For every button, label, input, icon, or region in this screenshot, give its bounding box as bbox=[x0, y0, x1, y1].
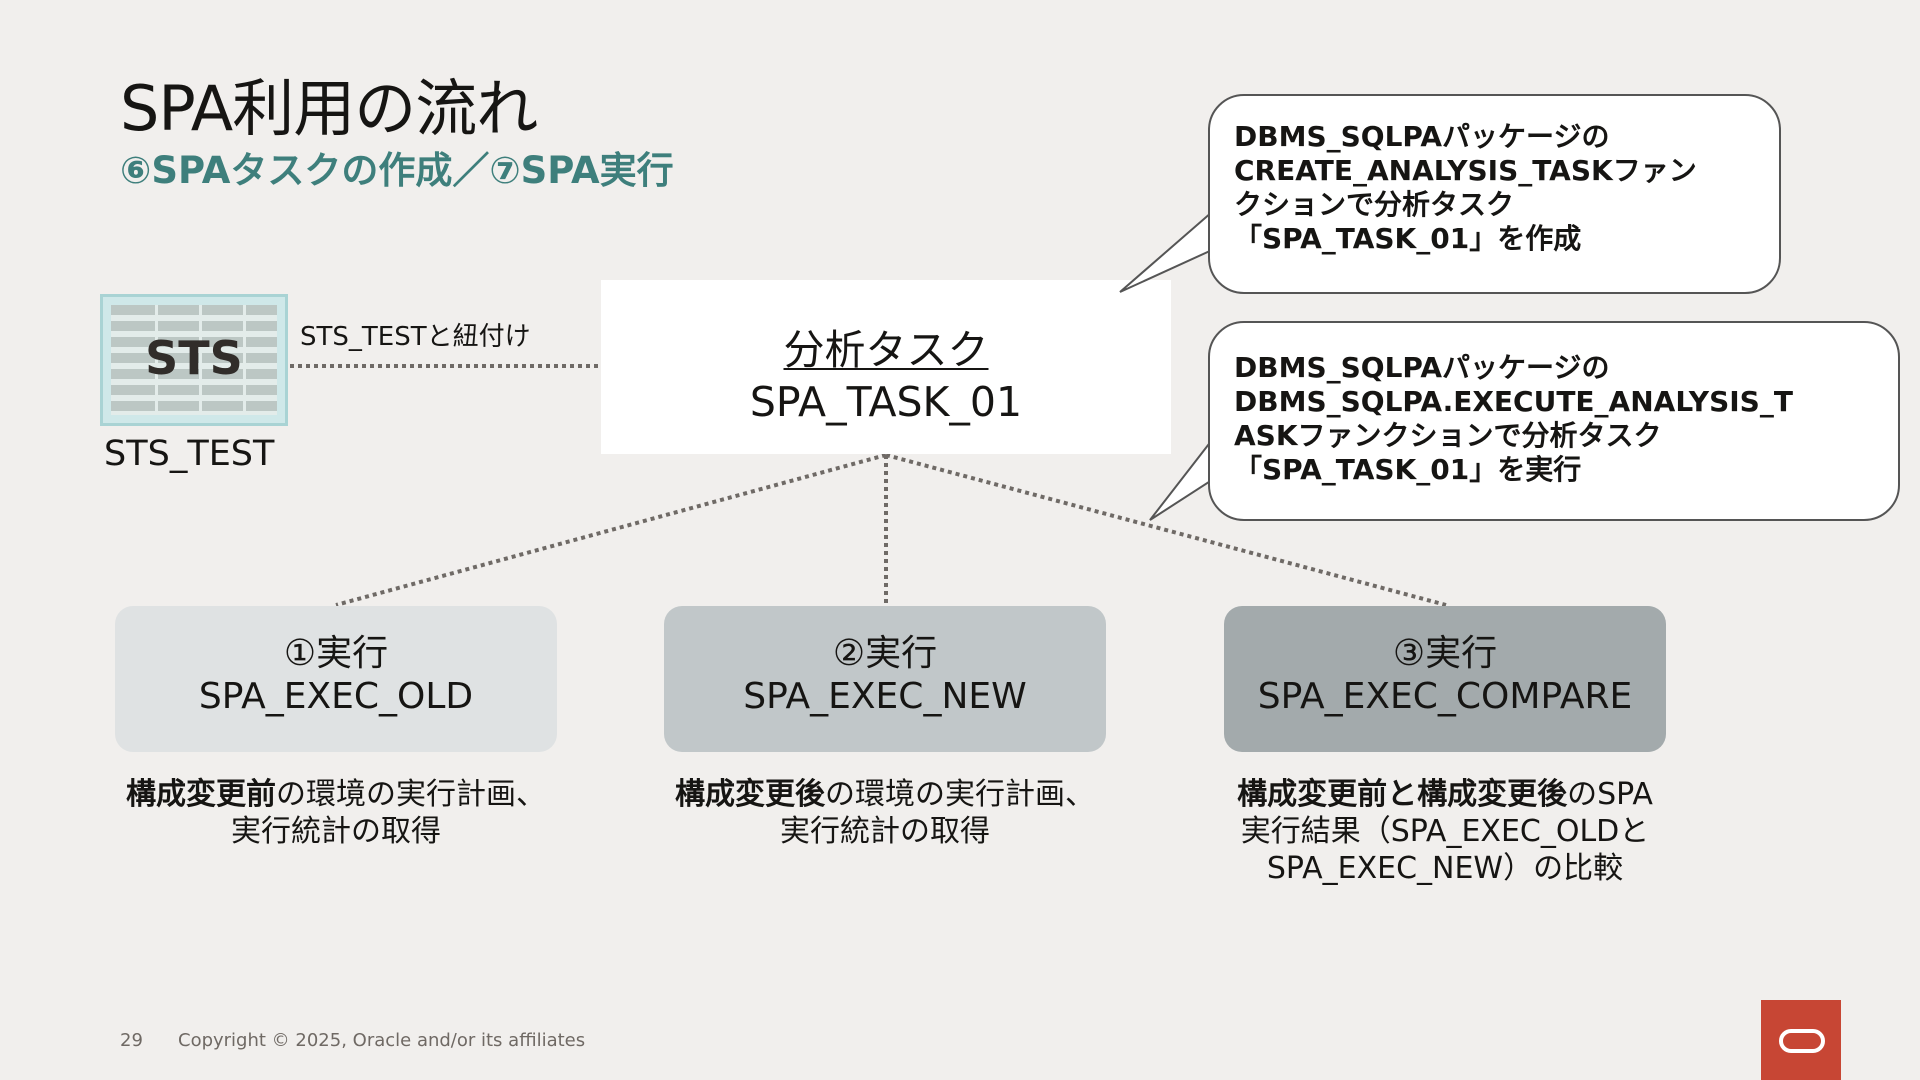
exec-old-description: 構成変更前の環境の実行計画、 実行統計の取得 bbox=[66, 776, 606, 850]
exec-label: ③実行 bbox=[1392, 633, 1498, 674]
sts-link-label: STS_TESTと紐付け bbox=[300, 322, 531, 352]
oracle-logo-icon bbox=[1761, 1000, 1841, 1080]
desc-bold: 構成変更前と構成変更後 bbox=[1237, 777, 1568, 812]
desc-text: のSPA bbox=[1567, 777, 1653, 812]
callout1-line: DBMS_SQLPAパッケージの bbox=[1234, 120, 1610, 153]
exec-new-description: 構成変更後の環境の実行計画、 実行統計の取得 bbox=[615, 776, 1155, 850]
callout-create-task: DBMS_SQLPAパッケージの CREATE_ANALYSIS_TASKファン… bbox=[1208, 94, 1781, 294]
task-heading: 分析タスク bbox=[783, 326, 989, 374]
exec-box-new: ②実行 SPA_EXEC_NEW bbox=[664, 606, 1106, 752]
page-subtitle: ⑥SPAタスクの作成／⑦SPA実行 bbox=[120, 149, 674, 192]
task-exec3-connector bbox=[885, 453, 1447, 607]
sts-icon-text: STS bbox=[145, 331, 243, 385]
copyright: Copyright © 2025, Oracle and/or its affi… bbox=[178, 1030, 586, 1051]
desc-line: SPA_EXEC_NEW）の比較 bbox=[1266, 851, 1624, 886]
exec-label: ①実行 bbox=[283, 633, 389, 674]
callout1-line: クションで分析タスク bbox=[1234, 188, 1515, 221]
desc-line: 実行統計の取得 bbox=[231, 814, 441, 849]
callout2-line: DBMS_SQLPA.EXECUTE_ANALYSIS_T bbox=[1234, 385, 1793, 418]
exec-box-compare: ③実行 SPA_EXEC_COMPARE bbox=[1224, 606, 1666, 752]
exec-name: SPA_EXEC_NEW bbox=[743, 676, 1027, 717]
callout2-line: 「SPA_TASK_01」を実行 bbox=[1234, 453, 1582, 486]
exec-name: SPA_EXEC_OLD bbox=[198, 676, 474, 717]
exec-label: ②実行 bbox=[832, 633, 938, 674]
desc-line: 実行結果（SPA_EXEC_OLDと bbox=[1240, 814, 1650, 849]
sts-name: STS_TEST bbox=[104, 434, 275, 474]
desc-text: の環境の実行計画、 bbox=[825, 777, 1095, 812]
callout2-line: ASKファンクションで分析タスク bbox=[1234, 419, 1662, 452]
desc-bold: 構成変更前 bbox=[126, 777, 276, 812]
page-number: 29 bbox=[120, 1030, 143, 1051]
desc-line: 実行統計の取得 bbox=[780, 814, 990, 849]
page-title: SPA利用の流れ bbox=[120, 72, 538, 145]
task-exec1-connector bbox=[335, 453, 887, 607]
exec-compare-description: 構成変更前と構成変更後のSPA 実行結果（SPA_EXEC_OLDと SPA_E… bbox=[1175, 776, 1715, 887]
callout-execute-task: DBMS_SQLPAパッケージの DBMS_SQLPA.EXECUTE_ANAL… bbox=[1208, 321, 1900, 521]
desc-bold: 構成変更後 bbox=[675, 777, 825, 812]
sts-table-icon: STS bbox=[100, 294, 288, 426]
exec-name: SPA_EXEC_COMPARE bbox=[1257, 676, 1633, 717]
callout1-line: CREATE_ANALYSIS_TASKファン bbox=[1234, 154, 1697, 187]
exec-box-old: ①実行 SPA_EXEC_OLD bbox=[115, 606, 557, 752]
task-name: SPA_TASK_01 bbox=[749, 378, 1023, 426]
callout1-tail bbox=[1119, 209, 1213, 293]
desc-text: の環境の実行計画、 bbox=[276, 777, 546, 812]
analysis-task-box: 分析タスク SPA_TASK_01 bbox=[601, 280, 1171, 454]
callout2-line: DBMS_SQLPAパッケージの bbox=[1234, 351, 1610, 384]
callout1-line: 「SPA_TASK_01」を作成 bbox=[1234, 222, 1582, 255]
callout2-tail bbox=[1149, 437, 1213, 521]
